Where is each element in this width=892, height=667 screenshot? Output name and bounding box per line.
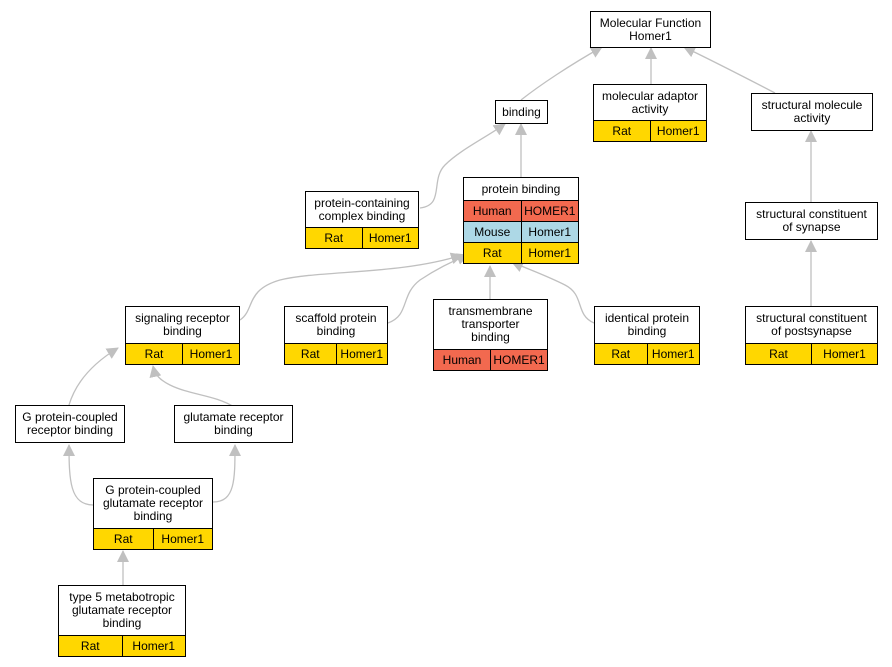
gene-label[interactable]: Homer1 bbox=[520, 243, 579, 263]
organism-row: Rat Homer1 bbox=[285, 343, 387, 364]
gene-label[interactable]: Homer1 bbox=[152, 529, 213, 549]
organism-label: Mouse bbox=[474, 225, 511, 239]
node-type-5-metabotropic-glutamate-receptor-binding[interactable]: type 5 metabotropic glutamate receptor b… bbox=[58, 585, 186, 657]
organism-row: Human HOMER1 bbox=[464, 200, 578, 221]
gene-label[interactable]: Homer1 bbox=[811, 344, 877, 364]
organism-label: Rat bbox=[611, 347, 631, 361]
organism-label: Human bbox=[472, 204, 512, 218]
organism-row: Rat Homer1 bbox=[59, 635, 185, 656]
node-title: type 5 metabotropic glutamate receptor b… bbox=[69, 590, 175, 630]
node-binding[interactable]: binding bbox=[495, 100, 548, 124]
organism-label: Rat bbox=[769, 347, 788, 361]
node-title: identical protein binding bbox=[604, 311, 690, 338]
edge-gpcgrb-to-gpcrb bbox=[63, 444, 94, 506]
node-g-protein-coupled-receptor-binding[interactable]: G protein-coupled receptor binding bbox=[15, 405, 125, 443]
organism-label: Rat bbox=[144, 347, 164, 361]
node-title: structural molecule activity bbox=[761, 98, 863, 125]
organism-row: Rat Homer1 bbox=[306, 227, 418, 248]
edge-grb-to-srb bbox=[149, 365, 235, 408]
organism-row: Mouse Homer1 bbox=[464, 221, 578, 242]
organism-label: Rat bbox=[612, 124, 632, 138]
edge-spb-to-pb bbox=[387, 253, 469, 324]
organism-label: Rat bbox=[324, 231, 344, 245]
organism-row: Human HOMER1 bbox=[434, 349, 547, 370]
node-title: molecular adaptor activity bbox=[601, 88, 699, 116]
organism-row: Rat Homer1 bbox=[595, 343, 699, 364]
organism-label: Rat bbox=[113, 532, 133, 546]
node-title: protein binding bbox=[481, 181, 561, 196]
node-title: structural constituent of postsynapse bbox=[756, 311, 867, 338]
gene-label[interactable]: HOMER1 bbox=[490, 350, 547, 370]
gene-label[interactable]: Homer1 bbox=[182, 344, 239, 364]
organism-row: Rat Homer1 bbox=[94, 528, 212, 549]
gene-label[interactable]: Homer1 bbox=[335, 344, 388, 364]
gene-label[interactable]: Homer1 bbox=[646, 344, 700, 364]
node-title: scaffold protein binding bbox=[295, 311, 377, 338]
node-glutamate-receptor-binding[interactable]: glutamate receptor binding bbox=[174, 405, 293, 443]
organism-label: Rat bbox=[482, 246, 502, 260]
gene-label[interactable]: Homer1 bbox=[361, 228, 419, 248]
node-title: glutamate receptor binding bbox=[183, 410, 284, 437]
organism-row: Rat Homer1 bbox=[464, 242, 578, 263]
node-title: G protein-coupled receptor binding bbox=[22, 410, 118, 437]
node-title: signaling receptor binding bbox=[135, 311, 230, 338]
edge-binding-to-mf bbox=[520, 46, 603, 101]
gene-label[interactable]: Homer1 bbox=[649, 121, 707, 141]
organism-row: Rat Homer1 bbox=[594, 120, 706, 141]
node-title: binding bbox=[502, 104, 541, 119]
node-title: structural constituent of synapse bbox=[756, 207, 867, 234]
gene-label[interactable]: HOMER1 bbox=[520, 201, 579, 221]
gene-label[interactable]: Homer1 bbox=[520, 222, 579, 242]
gene-label[interactable]: Homer1 bbox=[121, 636, 186, 656]
organism-label: Human bbox=[442, 353, 482, 367]
organism-label: Rat bbox=[300, 347, 320, 361]
organism-row: Rat Homer1 bbox=[126, 343, 239, 364]
organism-row: Rat Homer1 bbox=[746, 343, 877, 364]
node-structural-molecule-activity[interactable]: structural molecule activity bbox=[751, 93, 873, 131]
edge-gpcgrb-to-grb bbox=[212, 444, 241, 503]
edge-pcb-to-binding bbox=[419, 123, 506, 209]
edge-gpcrb-to-srb bbox=[68, 347, 119, 406]
node-title: G protein-coupled glutamate receptor bin… bbox=[102, 483, 204, 523]
organism-label: Rat bbox=[80, 639, 100, 653]
node-structural-constituent-of-synapse[interactable]: structural constituent of synapse bbox=[745, 202, 878, 240]
node-g-protein-coupled-glutamate-receptor-binding[interactable]: G protein-coupled glutamate receptor bin… bbox=[93, 478, 213, 550]
edge-sma-to-mf bbox=[683, 46, 776, 94]
edge-ipb-to-pb bbox=[511, 260, 595, 324]
node-title: transmembrane transporter binding bbox=[448, 304, 533, 344]
node-title: protein-containing complex binding bbox=[314, 195, 410, 223]
node-title: Molecular Function Homer1 bbox=[599, 15, 702, 43]
edge-srb-to-pb bbox=[239, 252, 463, 321]
node-molecular-function[interactable]: Molecular Function Homer1 bbox=[590, 11, 711, 48]
